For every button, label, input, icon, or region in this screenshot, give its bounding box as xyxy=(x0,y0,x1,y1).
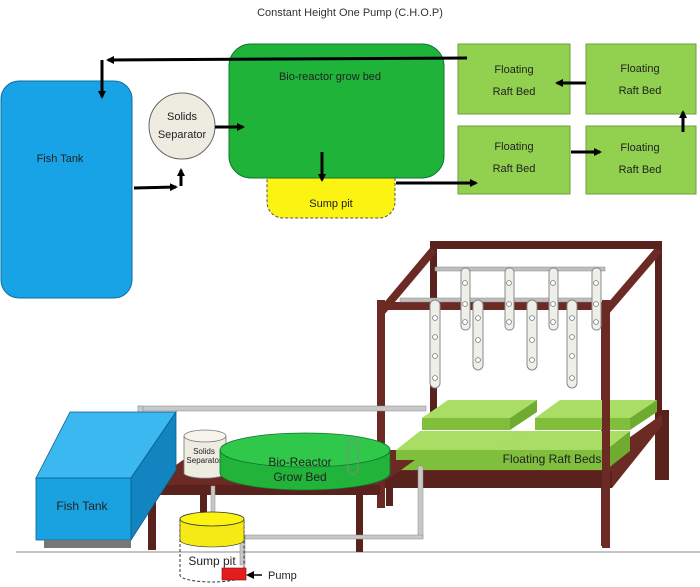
flow-bioreactor-label: Bio-reactor grow bed xyxy=(279,71,381,83)
flow-raft-top-right: Floating Raft Bed xyxy=(585,43,697,115)
illus-solids-separator: Solids Separator xyxy=(183,429,227,479)
raft-tr-label-1: Floating xyxy=(620,63,659,75)
illus-raft-label: Floating Raft Beds xyxy=(503,452,602,466)
diagram-title: Constant Height One Pump (C.H.O.P) xyxy=(257,7,443,19)
illus-bioreactor-label-2: Grow Bed xyxy=(273,470,326,484)
illus-separator-label-1: Solids xyxy=(193,447,215,456)
illus-sump-pit: Sump pit xyxy=(179,511,245,583)
illus-pump: Pump xyxy=(221,567,297,582)
illus-fish-tank-label: Fish Tank xyxy=(56,499,108,513)
tube-holes xyxy=(432,280,599,381)
flow-solids-separator: Solids Separator xyxy=(148,92,216,160)
front-posts xyxy=(377,300,669,548)
raft-blocks: Floating Raft Beds xyxy=(396,400,657,470)
illus-pump-label: Pump xyxy=(268,570,297,582)
illus-bioreactor-label-1: Bio-Reactor xyxy=(268,455,331,469)
flow-raft-top-left: Floating Raft Bed xyxy=(457,43,571,115)
raft-tl-label-2: Raft Bed xyxy=(493,86,536,98)
flow-separator-label-2: Separator xyxy=(158,129,207,141)
raft-tl-label-1: Floating xyxy=(494,64,533,76)
raft-bl-label-1: Floating xyxy=(494,141,533,153)
flow-fish-tank: Fish Tank xyxy=(0,80,133,299)
illus-fish-tank: Fish Tank xyxy=(35,410,177,548)
flow-bioreactor: Bio-reactor grow bed xyxy=(228,43,445,179)
arrow-tank-to-separator xyxy=(133,183,178,192)
flow-separator-label-1: Solids xyxy=(167,111,197,123)
illus-sump-pit-label: Sump pit xyxy=(188,554,236,568)
tower-tubes xyxy=(429,267,602,389)
flow-raft-bottom-right: Floating Raft Bed xyxy=(585,125,697,195)
illus-separator-label-2: Separator xyxy=(186,456,221,465)
flow-arrows xyxy=(98,55,687,192)
arrow-return-line xyxy=(106,55,468,64)
flow-fish-tank-label: Fish Tank xyxy=(37,153,84,165)
raft-tr-label-2: Raft Bed xyxy=(619,85,662,97)
raft-br-label-1: Floating xyxy=(620,142,659,154)
illus-bioreactor: Bio-Reactor Grow Bed xyxy=(219,432,391,491)
raft-bl-label-2: Raft Bed xyxy=(493,163,536,175)
raft-br-label-2: Raft Bed xyxy=(619,164,662,176)
flow-raft-bottom-left: Floating Raft Bed xyxy=(457,125,571,195)
flow-sump-pit-label: Sump pit xyxy=(309,198,352,210)
